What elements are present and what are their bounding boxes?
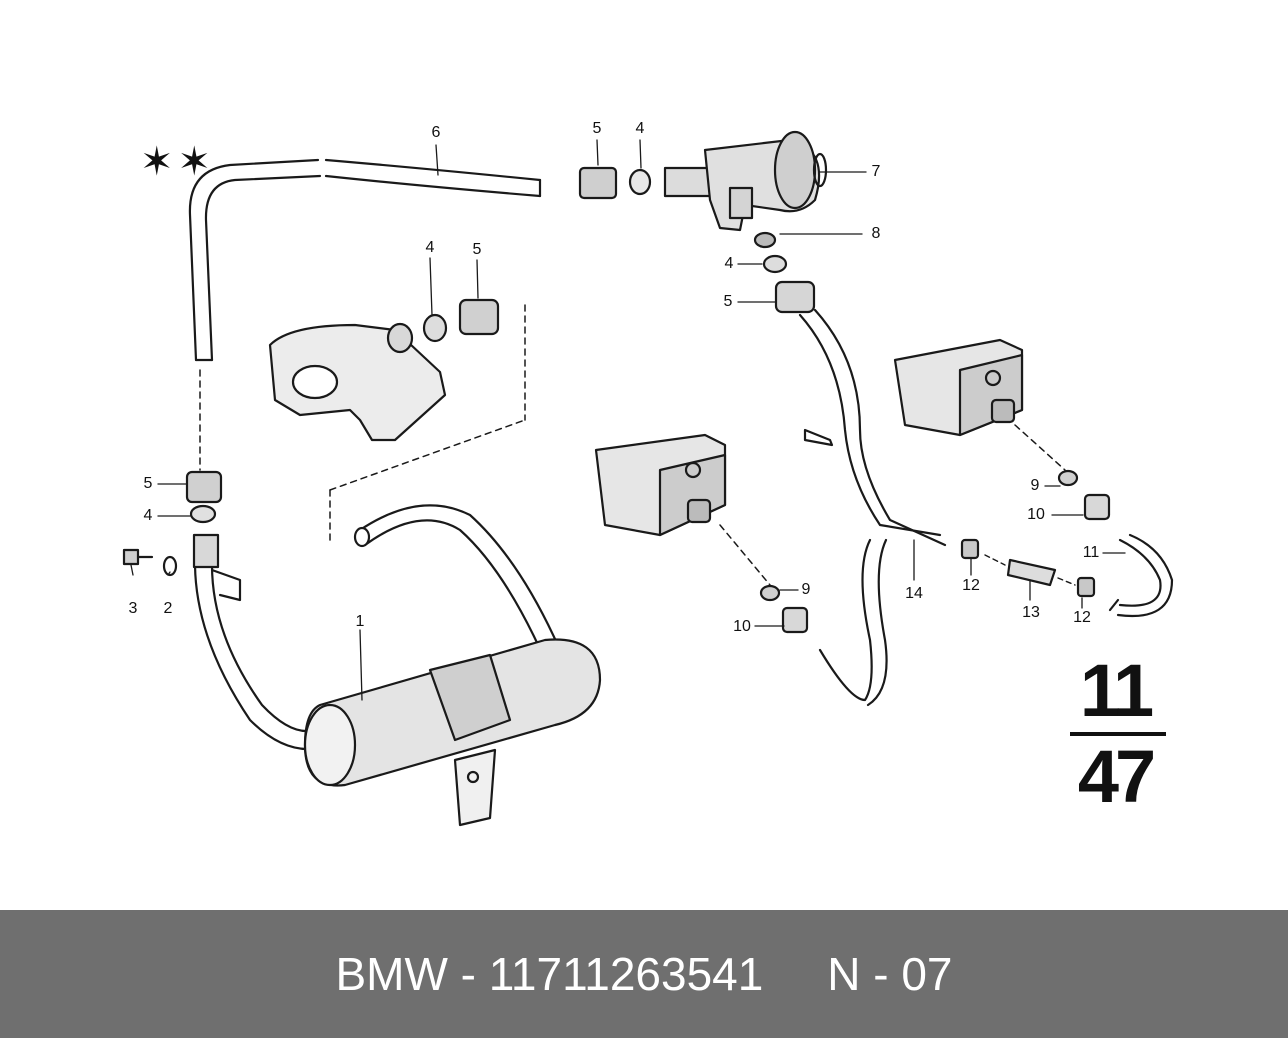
leader-lines (130, 139, 1126, 701)
callout-4: 4 (724, 255, 734, 272)
callout-10: 10 (1027, 506, 1045, 523)
group-code-top: 11 (1079, 649, 1154, 732)
fitting-stack-right (753, 231, 816, 314)
engine-block-center (594, 433, 727, 537)
callout-5: 5 (592, 120, 602, 137)
hose-part-6 (188, 158, 542, 362)
canister-part-1 (303, 638, 602, 827)
part-number-label: BMW - 11711263541 N - 07 (335, 948, 953, 1000)
callout-5: 5 (723, 293, 733, 310)
engine-block-right (893, 338, 1024, 437)
fuel-line-left (193, 504, 562, 751)
callout-5: 5 (472, 241, 482, 258)
intake-flange (268, 298, 500, 442)
fuel-line-center (798, 308, 947, 707)
fitting-stack-left (122, 470, 242, 602)
dashed-guides-right (719, 424, 1066, 586)
callout-7: 7 (871, 163, 881, 180)
callout-9: 9 (801, 581, 811, 598)
callout-13: 13 (1022, 604, 1040, 621)
group-code-badge: 11 47 (1060, 652, 1170, 817)
callout-1: 1 (355, 613, 365, 630)
callout-12: 12 (1073, 609, 1091, 626)
callout-3: 3 (128, 600, 138, 617)
callout-4: 4 (425, 239, 435, 256)
callout-11: 11 (1082, 544, 1100, 561)
connectors-12-13 (960, 538, 1096, 598)
callout-4: 4 (635, 120, 645, 137)
parts-diagram: ✶✶ 6 5 4 7 8 4 5 4 5 5 4 3 2 1 9 10 9 10… (122, 120, 1174, 827)
callout-5: 5 (143, 475, 153, 492)
callout-4: 4 (143, 507, 153, 524)
callout-9: 9 (1030, 477, 1040, 494)
fuel-pump-part-7 (578, 130, 828, 232)
group-code-divider (1070, 732, 1166, 736)
fuel-line-part-11 (1108, 533, 1174, 618)
callout-6: 6 (431, 124, 441, 141)
footer-bar: BMW - 11711263541 N - 07 (0, 910, 1288, 1038)
callout-10: 10 (733, 618, 751, 635)
dashed-guide-box (199, 304, 526, 546)
special-marks: ✶✶ (140, 140, 216, 184)
group-code-bottom: 47 (1077, 735, 1156, 818)
callout-2: 2 (163, 600, 173, 617)
callout-12: 12 (962, 577, 980, 594)
callout-14: 14 (905, 585, 923, 602)
small-fittings-9-10 (759, 469, 1111, 634)
callout-8: 8 (871, 225, 881, 242)
exploded-view-drawing (122, 130, 1174, 827)
